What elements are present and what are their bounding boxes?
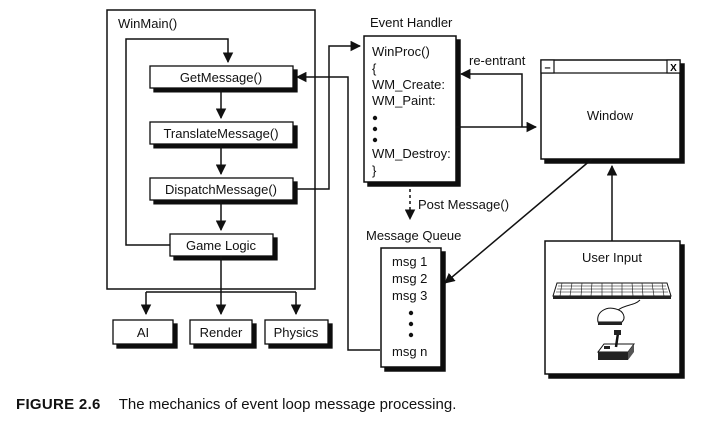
game-logic-box: Game Logic xyxy=(169,233,274,257)
svg-text:X: X xyxy=(670,63,677,74)
dispatch-message-box: DispatchMessage() xyxy=(149,177,294,201)
render-label: Render xyxy=(200,325,243,340)
get-message-arrow xyxy=(295,71,380,351)
event-handler-title: Event Handler xyxy=(370,15,453,30)
window-label: Window xyxy=(587,108,634,123)
svg-text:–: – xyxy=(544,62,550,74)
reentrant-label: re-entrant xyxy=(469,53,526,68)
figure-caption: FIGURE 2.6 The mechanics of event loop me… xyxy=(16,396,456,413)
event-handler-box: WinProc() { WM_Create: WM_Paint: WM_Dest… xyxy=(363,35,457,183)
winproc-label: WinProc() xyxy=(372,44,430,59)
ai-box: AI xyxy=(112,319,174,345)
wm-create-label: WM_Create: xyxy=(372,77,445,92)
minimize-icon xyxy=(540,59,555,74)
window-to-queue-arrow xyxy=(444,158,593,284)
joystick-icon xyxy=(597,330,635,360)
post-message-label: Post Message() xyxy=(418,197,509,212)
winmain-frame xyxy=(106,9,316,290)
window-box: – X Window xyxy=(540,59,681,160)
get-message-box: GetMessage() xyxy=(149,65,294,89)
mouse-icon xyxy=(597,299,641,325)
render-box: Render xyxy=(189,319,253,345)
winmain-title: WinMain() xyxy=(118,16,177,31)
wm-destroy-label: WM_Destroy: xyxy=(372,146,451,161)
subsystem-arrows xyxy=(140,256,302,316)
ellipsis-dot xyxy=(372,115,378,121)
game-logic-label: Game Logic xyxy=(186,238,257,253)
ellipsis-dot xyxy=(372,126,378,132)
dispatch-arrow xyxy=(293,40,362,190)
dispatch-message-label: DispatchMessage() xyxy=(165,182,277,197)
wm-paint-label: WM_Paint: xyxy=(372,93,436,108)
figure-label: FIGURE 2.6 xyxy=(16,396,101,413)
message-loop-arrows xyxy=(125,38,234,246)
message-queue-box: msg 1 msg 2 msg 3 msg n xyxy=(380,247,442,368)
translate-message-label: TranslateMessage() xyxy=(163,126,278,141)
message-queue-title: Message Queue xyxy=(366,228,461,243)
ellipsis-dot xyxy=(408,332,414,338)
handler-window-arrows xyxy=(456,68,538,133)
queue-item: msg n xyxy=(392,344,427,359)
ellipsis-dot xyxy=(408,310,414,316)
get-message-label: GetMessage() xyxy=(180,70,262,85)
user-input-box: User Input xyxy=(544,240,681,375)
queue-item: msg 2 xyxy=(392,271,427,286)
physics-label: Physics xyxy=(274,325,319,340)
ellipsis-dot xyxy=(408,321,414,327)
keyboard-icon xyxy=(552,282,672,299)
queue-item: msg 1 xyxy=(392,254,427,269)
ellipsis-dot xyxy=(372,137,378,143)
queue-item: msg 3 xyxy=(392,288,427,303)
open-brace: { xyxy=(372,61,377,76)
user-input-title: User Input xyxy=(582,250,642,265)
close-brace: } xyxy=(372,163,377,178)
close-icon xyxy=(666,59,681,74)
figure-caption-text: The mechanics of event loop message proc… xyxy=(118,396,457,413)
translate-message-box: TranslateMessage() xyxy=(149,121,294,145)
ai-label: AI xyxy=(137,325,149,340)
physics-box: Physics xyxy=(264,319,329,345)
